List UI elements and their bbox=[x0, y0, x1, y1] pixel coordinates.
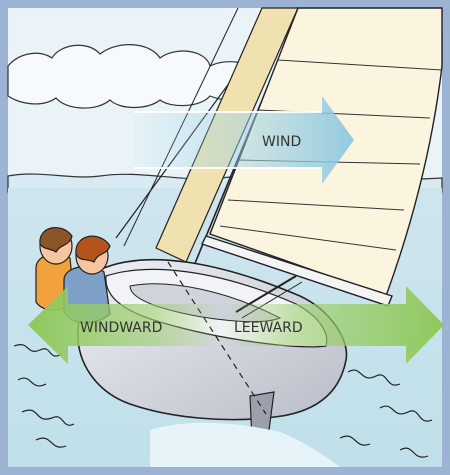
leeward-label: LEEWARD bbox=[234, 320, 303, 336]
windward-label: WINDWARD bbox=[80, 320, 162, 336]
wind-label: WIND bbox=[262, 134, 301, 150]
